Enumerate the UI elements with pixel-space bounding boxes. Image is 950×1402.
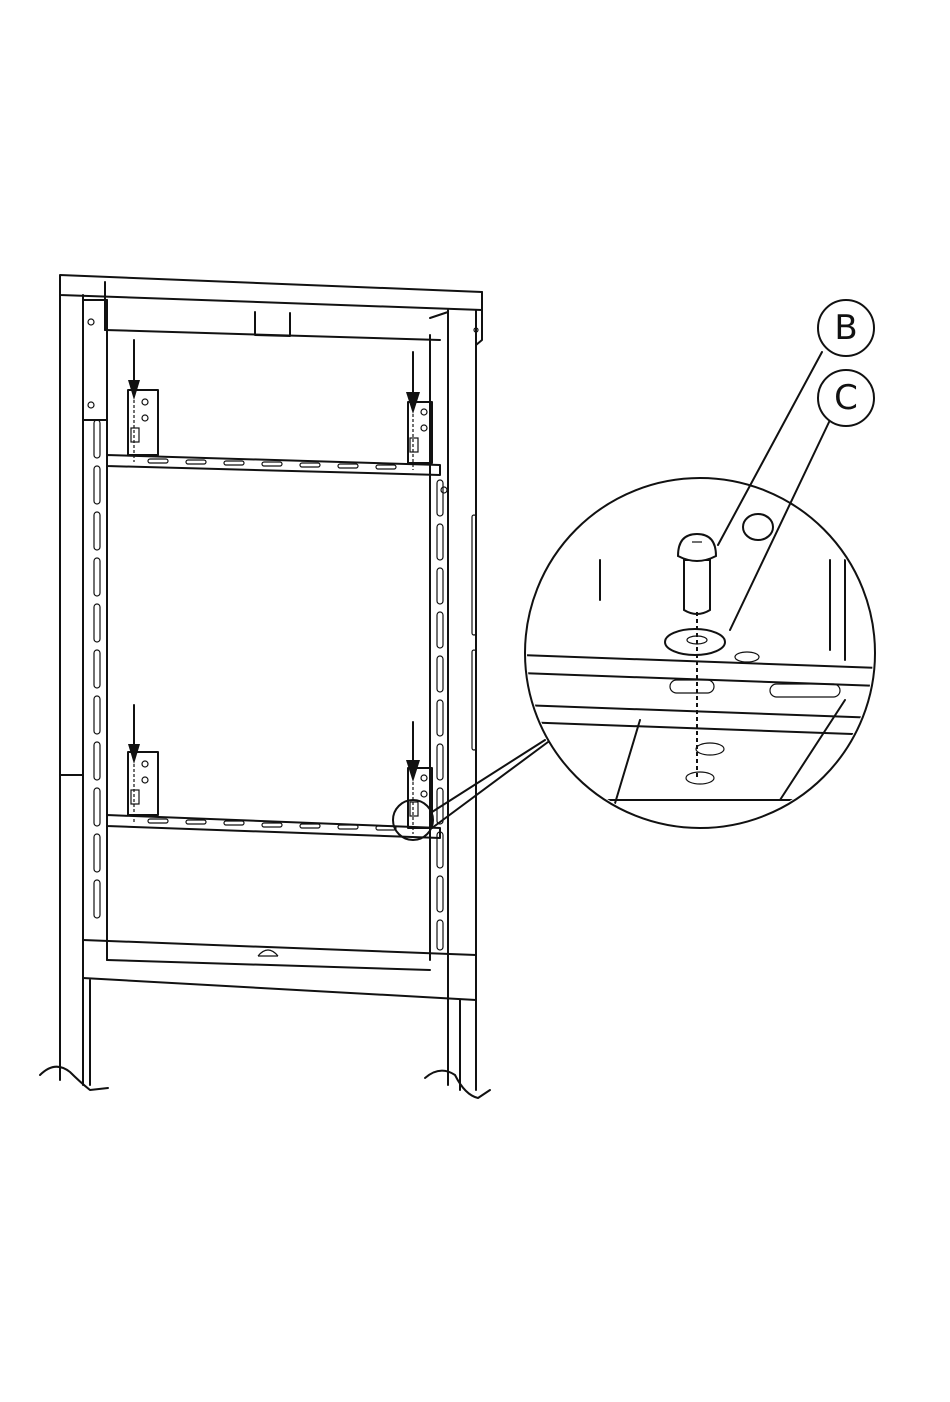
screw-icon [678, 534, 716, 614]
bracket-upper-left [128, 390, 158, 455]
lower-rail [107, 815, 440, 838]
washer-icon [665, 629, 725, 655]
callout-b-label: B [834, 308, 857, 348]
bracket-lower-left [128, 752, 158, 815]
right-post-slots [437, 480, 476, 950]
detail-circle [520, 478, 880, 828]
down-arrow-icon [128, 340, 140, 462]
left-post-slots [94, 420, 100, 918]
bracket-upper-right [408, 402, 432, 463]
callout-c: C [818, 370, 874, 426]
callout-c-label: C [834, 378, 858, 418]
cabinet-frame [40, 275, 490, 1098]
callout-b: B [818, 300, 874, 356]
upper-rail [107, 455, 440, 475]
